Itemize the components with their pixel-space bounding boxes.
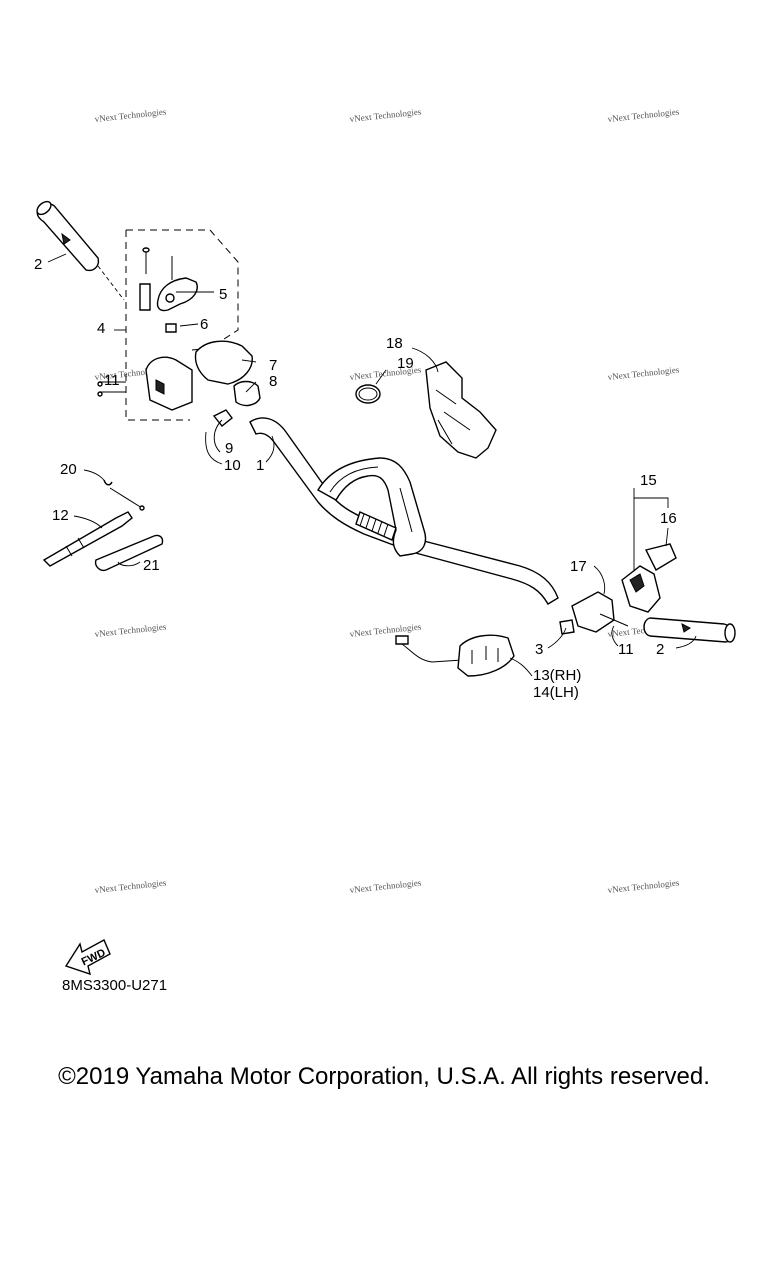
callout-5: 5	[219, 286, 227, 303]
watermark: vNext Technologies	[607, 364, 680, 382]
fwd-label: FWD	[80, 947, 108, 968]
callout-3: 3	[535, 641, 543, 658]
switch-cover	[194, 340, 261, 427]
callout-6: 6	[200, 316, 208, 333]
throttle-lever	[139, 247, 198, 333]
callout-17: 17	[570, 558, 587, 575]
callout-10: 10	[224, 457, 241, 474]
right-grip-assembly	[559, 543, 736, 643]
callout-2: 2	[656, 641, 664, 658]
callout-1: 1	[256, 457, 264, 474]
watermark: vNext Technologies	[94, 877, 167, 895]
watermark-group: vNext Technologies vNext Technologies vN…	[94, 106, 680, 895]
copyright-text: ©2019 Yamaha Motor Corporation, U.S.A. A…	[58, 1063, 710, 1090]
callout-4: 4	[97, 320, 105, 337]
fwd-arrow-icon: FWD	[64, 939, 111, 976]
callout-21: 21	[143, 557, 160, 574]
throttle-housing	[97, 356, 193, 411]
callout-11: 11	[618, 641, 634, 658]
watermark: vNext Technologies	[349, 877, 422, 895]
callout-14: 14(LH)	[533, 684, 579, 701]
watermark: vNext Technologies	[607, 106, 680, 124]
svg-text:vNext Technologies: vNext Technologies	[349, 106, 422, 124]
callout-8: 8	[269, 373, 277, 390]
watermark: vNext Technologies	[349, 621, 422, 639]
callout-2: 2	[34, 256, 42, 273]
callout-15: 15	[640, 472, 657, 489]
svg-text:vNext Technologies: vNext Technologies	[607, 364, 680, 382]
svg-text:vNext Technologies: vNext Technologies	[94, 877, 167, 895]
diagram-code: 8MS3300-U271	[62, 977, 168, 994]
callout-20: 20	[60, 461, 77, 478]
callout-9: 9	[225, 440, 233, 457]
svg-text:vNext Technologies: vNext Technologies	[94, 621, 167, 639]
leader-lines	[47, 253, 697, 677]
svg-text:vNext Technologies: vNext Technologies	[349, 877, 422, 895]
watermark: vNext Technologies	[349, 106, 422, 124]
callout-13: 13(RH)	[533, 667, 581, 684]
svg-text:vNext Technologies: vNext Technologies	[607, 106, 680, 124]
callout-12: 12	[52, 507, 69, 524]
svg-text:vNext Technologies: vNext Technologies	[349, 621, 422, 639]
cable-parts	[42, 479, 164, 572]
watermark: vNext Technologies	[94, 106, 167, 124]
svg-text:vNext Technologies: vNext Technologies	[94, 106, 167, 124]
callout-18: 18	[386, 335, 403, 352]
svg-text:vNext Technologies: vNext Technologies	[607, 877, 680, 895]
watermark: vNext Technologies	[607, 877, 680, 895]
handlebar	[249, 417, 559, 605]
left-grip	[36, 200, 125, 301]
callout-11: 11	[104, 372, 120, 389]
callout-19: 19	[397, 355, 414, 372]
callout-labels: 2 5 6 4 7 8 11 9 10 1 18 19 20 12 21 15 …	[34, 256, 677, 701]
right-switch-assembly	[355, 361, 497, 459]
callout-16: 16	[660, 510, 677, 527]
callout-7: 7	[269, 357, 277, 374]
handlebar-switch	[395, 634, 515, 677]
watermark: vNext Technologies	[94, 621, 167, 639]
